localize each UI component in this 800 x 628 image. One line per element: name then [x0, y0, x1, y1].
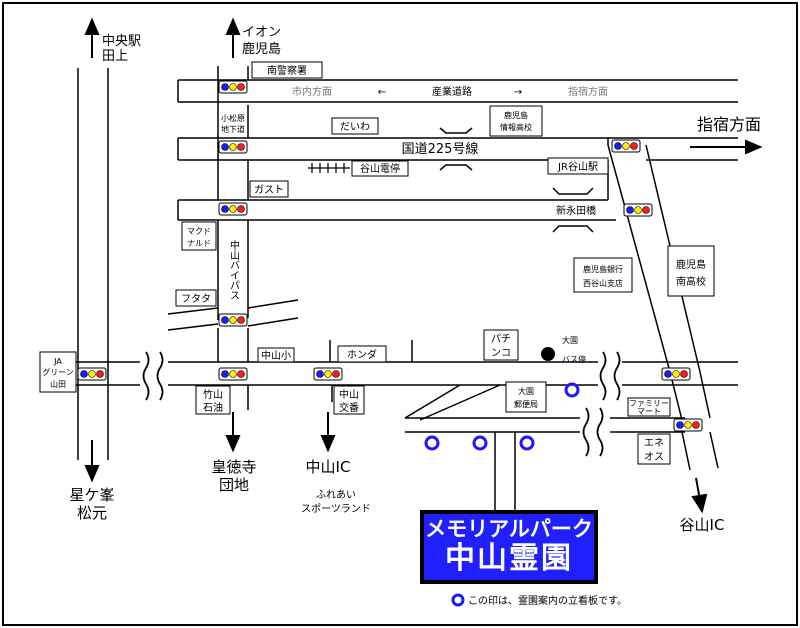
bus-stop-icon: [541, 347, 555, 361]
minami-koko-line2: 南高校: [676, 275, 706, 288]
traffic-light-icon: [218, 202, 248, 216]
nakayama-bypass-label: 中山バイパス: [228, 239, 240, 300]
arrow-icon: [84, 17, 763, 514]
oozono-busstop-line1: 大園: [562, 335, 578, 345]
honda-label: ホンダ: [347, 348, 377, 361]
banner-background: [424, 514, 594, 580]
kotokuji-line2: 団地: [219, 476, 249, 494]
banner-line1: メモリアルパーク: [425, 517, 593, 541]
legend: この印は、霊園案内の立看板です。: [451, 593, 627, 607]
futata-label: フタタ: [181, 293, 211, 305]
signboard-marker-icon: [451, 593, 465, 607]
traffic-light-icon: [218, 367, 248, 381]
johokoko-line2: 情報高校: [500, 122, 532, 132]
legend-text: この印は、霊園案内の立看板です。: [468, 594, 627, 607]
route225-label: 国道225号線: [402, 141, 479, 157]
jr-taniyama-label: JR谷山駅: [557, 161, 598, 173]
mcdonalds-line2: ナルド: [187, 239, 211, 248]
traffic-light-icon: [77, 367, 107, 381]
traffic-light-icon: [218, 80, 248, 94]
ja-line3: 山田: [50, 379, 66, 389]
roads: [40, 66, 738, 512]
eneos-line1: エネ: [644, 437, 664, 449]
traffic-light-icon: [611, 139, 641, 153]
signboard-marker-icon: [472, 435, 488, 451]
fureai-line2: スポーツランド: [301, 503, 371, 515]
nakayama-sho-label: 中山小: [261, 349, 291, 362]
nakayama-koban-line2: 交番: [339, 401, 359, 414]
traffic-light-icon: [623, 203, 653, 217]
road-break-icon: [142, 351, 621, 457]
shin-nagata-bridge-label: 新永田橋: [556, 204, 596, 217]
arrow-right-glyph: →: [514, 87, 522, 98]
eneos-line2: オス: [644, 451, 664, 463]
arrow-left-glyph: ←: [378, 87, 386, 98]
familymart-line1: ファミリー: [629, 399, 669, 408]
minami-koko-line1: 鹿児島: [676, 258, 706, 271]
dest-aeon: イオン: [242, 25, 281, 40]
nakayama-ic-label: 中山IC: [306, 458, 351, 476]
oozono-post-line1: 大園: [518, 386, 534, 396]
sangyo-road-label: 産業道路: [432, 85, 472, 98]
signboard-marker-icon: [519, 435, 535, 451]
familymart-line2: マート: [637, 407, 661, 416]
takeyama-line2: 石油: [203, 401, 223, 414]
gusto-label: ガスト: [254, 184, 284, 196]
landmark-boxes: [39, 61, 715, 465]
signboard-marker-icon: [564, 382, 580, 398]
dest-kagoshima: 鹿児島: [242, 41, 281, 57]
taniyama-tram-label: 谷山電停: [360, 162, 400, 175]
nakayama-koban-line1: 中山: [339, 388, 359, 401]
traffic-light-icon: [218, 140, 248, 154]
railway-track-icon: [308, 163, 350, 173]
signboard-marker-icon: [424, 435, 440, 451]
kagoshima-bank-line1: 鹿児島銀行: [583, 264, 623, 274]
mcdonalds-line1: マクド: [187, 227, 211, 236]
underpass-label: 地下道: [221, 124, 245, 134]
taniyama-ic-label: 谷山IC: [680, 516, 725, 534]
daiwa-label: だいわ: [340, 121, 370, 133]
ja-line2: グリーン: [42, 367, 74, 377]
pachinko-line2: ンコ: [491, 348, 511, 359]
cemetery-banner: メモリアルパーク 中山霊園: [420, 510, 598, 584]
oozono-post-line2: 郵便局: [514, 399, 538, 409]
traffic-light-icon: [313, 367, 343, 381]
fureai-line1: ふれあい: [316, 489, 356, 501]
johokoko-line1: 鹿児島: [504, 110, 528, 120]
dest-tagami: 田上: [102, 49, 128, 64]
minami-police-label: 南警察署: [267, 64, 307, 77]
ibusuki-direction-gray-label: 指宿方面: [568, 85, 608, 98]
signboard-markers: [424, 382, 580, 451]
ja-line1: JA: [53, 357, 62, 366]
traffic-light-icon: [218, 313, 248, 327]
takeyama-line1: 竹山: [203, 388, 223, 401]
hoshigamine-line1: 星ケ峯: [69, 486, 114, 504]
traffic-light-icon: [661, 367, 691, 381]
oozono-busstop-line2: バス停: [562, 354, 586, 364]
shinai-direction-label: 市内方面: [292, 85, 332, 98]
bridge-icon: [439, 127, 594, 233]
kagoshima-bank-line2: 西谷山支店: [583, 278, 623, 288]
ibusuki-direction-label: 指宿方面: [697, 115, 761, 134]
pachinko-line1: パチ: [491, 333, 511, 345]
traffic-light-icon: [673, 418, 703, 432]
kotokuji-line1: 皇徳寺: [211, 458, 256, 476]
traffic-signals: [77, 80, 703, 432]
dest-chuo-station: 中央駅: [102, 34, 141, 49]
banner-line2: 中山霊園: [445, 541, 573, 576]
komatsubara-label: 小松原: [221, 113, 245, 123]
hoshigamine-line2: 松元: [77, 504, 107, 522]
